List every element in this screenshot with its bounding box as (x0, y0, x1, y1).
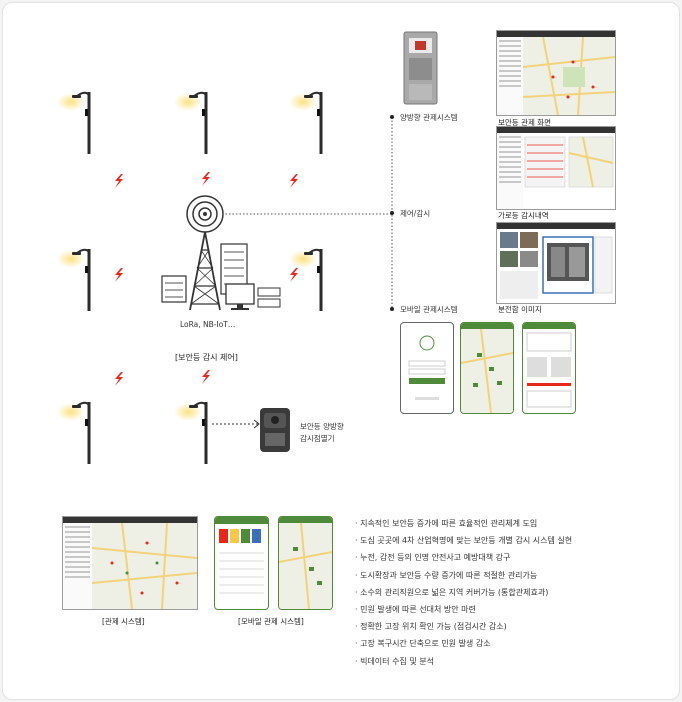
lightning-icon (115, 268, 123, 282)
history-thumbnail (496, 126, 616, 210)
control-label: 제어/감시 (400, 209, 431, 218)
street-lamp-icon (173, 91, 209, 155)
street-lamp-icon (56, 248, 92, 312)
history-caption: 가로등 감시내역 (498, 211, 549, 220)
list-item: · 민원 발생에 따른 선대처 방안 마련 (355, 604, 476, 614)
mobile-system-caption: [모바일 관제 시스템] (238, 617, 304, 626)
list-item: · 지속적인 보안등 증가에 따른 효율적인 관리체계 도입 (355, 519, 538, 528)
street-lamp-icon (288, 91, 324, 155)
tower-icon (186, 195, 224, 311)
benefits-list: · 지속적인 보안등 증가에 따른 효율적인 관리체계 도입 · 도심 곳곳에 … (355, 515, 572, 670)
lightning-icon (115, 372, 123, 386)
mobile-map-screen (460, 322, 514, 414)
sensor-label-2: 감시점멸기 (300, 434, 335, 443)
list-item: · 빅데이터 수집 및 분석 (355, 656, 434, 666)
list-item: · 정확한 고장 위치 확인 가능 (점검시간 감소) (355, 622, 507, 632)
street-lamp-icon (56, 401, 92, 465)
lightning-icon (290, 174, 298, 188)
mobile-map-screen-2 (278, 516, 333, 610)
mobile-dashboard-screen (214, 516, 269, 610)
mobile-detail-screen (522, 322, 576, 414)
lightning-icon (290, 268, 298, 282)
server-icon (161, 243, 281, 308)
bullet-dot (390, 115, 394, 119)
bullet-dot (390, 307, 394, 311)
street-lamp-icon (288, 248, 324, 312)
lightning-icon (202, 172, 210, 186)
lightning-icon (202, 370, 210, 384)
lightning-icon (115, 174, 123, 188)
cabinet-image-caption: 분전함 이미지 (498, 305, 542, 314)
control-screen-thumbnail (496, 30, 616, 116)
mobile-label: 모바일 관제시스템 (400, 305, 458, 314)
list-item: · 도심 곳곳에 4차 산업혁명에 맞는 보안등 개별 감시 시스템 실현 (355, 536, 573, 546)
street-lamp-icon (56, 91, 92, 155)
cabinet-label: 양방향 관제시스템 (400, 113, 458, 122)
list-item: · 누전, 감전 등의 인명 안전사고 예방대책 강구 (355, 553, 511, 563)
list-item: · 도시확장과 보안등 수량 증가에 따른 적절한 관리가능 (355, 570, 538, 580)
control-system-caption: [관제 시스템] (102, 617, 145, 626)
control-system-thumbnail (62, 516, 198, 610)
control-title: [보안등 감시 제어] (175, 353, 238, 362)
street-lamp-icon (173, 401, 209, 465)
mobile-login-screen (400, 322, 454, 414)
list-item: · 소수의 관리직원으로 넓은 지역 커버가능 (통합관제효과) (355, 587, 549, 597)
cabinet-image-thumbnail (496, 222, 616, 304)
sensor-label-1: 보안등 양방향 (300, 422, 344, 431)
bullet-dot (390, 211, 394, 215)
network-label: LoRa, NB-IoT… (180, 320, 236, 329)
list-item: · 고장 복구시간 단축으로 민원 발생 감소 (355, 639, 491, 649)
control-cabinet-icon (403, 31, 438, 105)
sensor-device-icon (260, 408, 290, 452)
monitor-icon (225, 283, 255, 310)
control-screen-caption: 보안등 관제 화면 (498, 118, 552, 127)
